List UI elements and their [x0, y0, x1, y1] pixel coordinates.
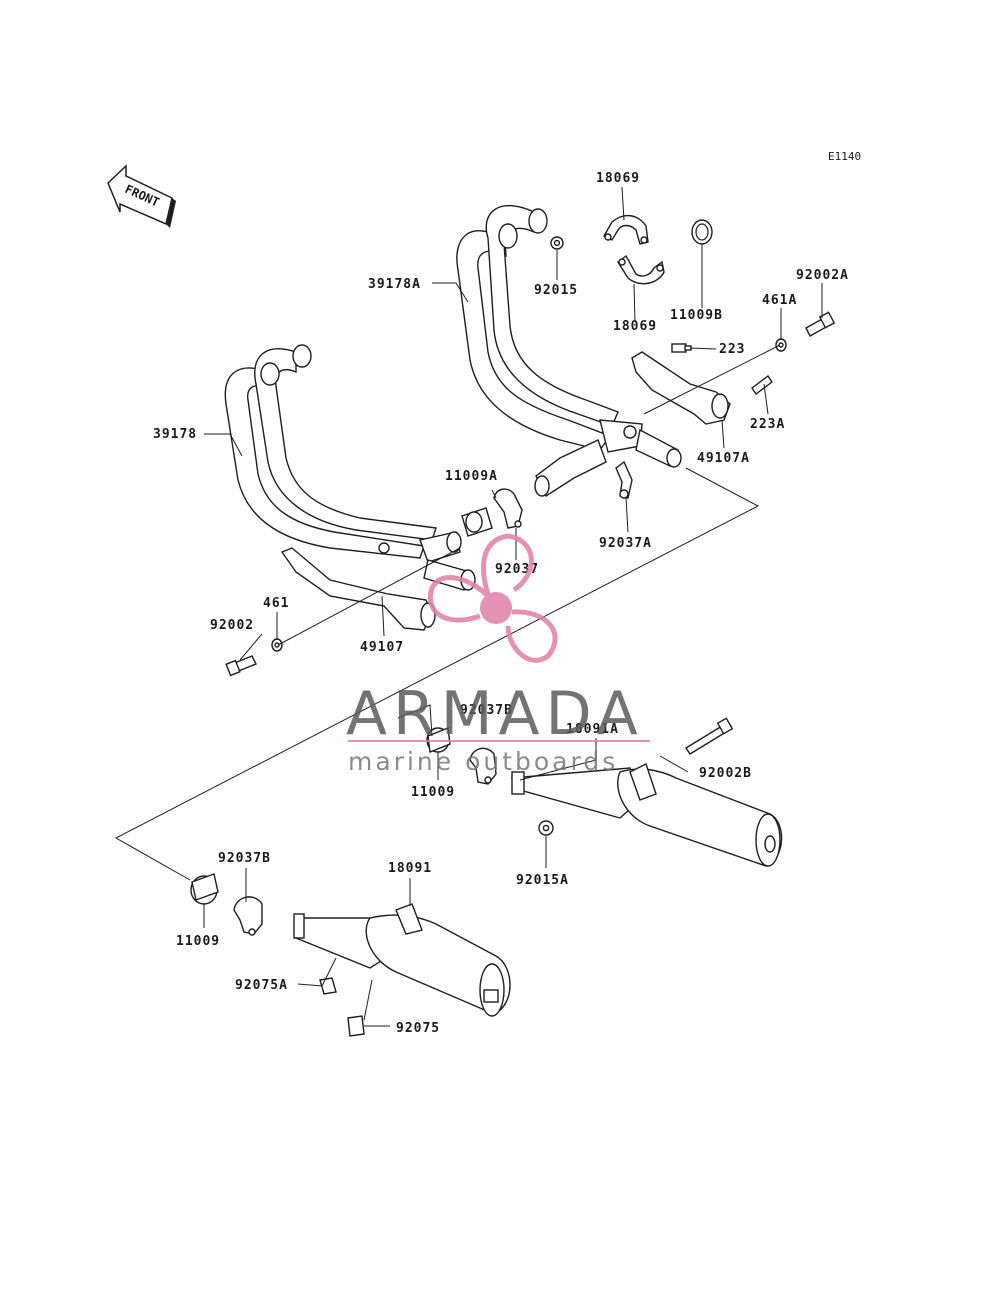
- leader-lines: [203, 186, 823, 1027]
- gasket-11009A: [461, 507, 493, 537]
- part-label-223: 223: [719, 342, 745, 357]
- part-label-11009-low: 11009: [176, 934, 220, 949]
- nut-92015: [550, 236, 564, 250]
- clamp-92037B-mid: [469, 747, 497, 785]
- propeller-logo-icon: [427, 533, 558, 663]
- watermark-subtitle: marine outboards: [348, 747, 618, 776]
- clamp-18069-bottom: [617, 254, 665, 285]
- gasket-11009-low: [190, 873, 219, 905]
- bracket-49107A: [631, 351, 731, 425]
- part-label-92037B-mid: 92037B: [460, 703, 513, 718]
- washer-461A: [775, 338, 787, 352]
- armada-watermark: ARMADA marine outboards: [346, 533, 650, 776]
- bolt-223: [671, 343, 692, 353]
- diagram-code: E1140: [828, 150, 861, 163]
- clamp-92037B-low: [233, 896, 263, 936]
- part-label-18091: 18091: [388, 861, 432, 876]
- part-label-18091A: 18091A: [566, 722, 619, 737]
- part-label-18069-bottom: 18069: [613, 319, 657, 334]
- watermark-title: ARMADA: [346, 679, 644, 749]
- part-label-11009-mid: 11009: [411, 785, 455, 800]
- part-label-92002A: 92002A: [796, 268, 849, 283]
- nut-92015A: [538, 820, 554, 836]
- clamp-92037: [493, 488, 523, 529]
- muffler-18091A: [510, 763, 783, 867]
- part-label-223A: 223A: [750, 417, 785, 432]
- muffler-18091: [293, 903, 511, 1017]
- part-labels: 18069 18069 92015 39178A 11009B 92002A 4…: [153, 171, 849, 1036]
- watermark-divider: [348, 740, 650, 742]
- clamp-92037A: [615, 460, 633, 499]
- part-label-18069-top: 18069: [596, 171, 640, 186]
- bolt-92002B: [685, 717, 734, 755]
- bracket-49107: [280, 547, 436, 631]
- part-label-92037B-low: 92037B: [218, 851, 271, 866]
- bolt-92002: [225, 655, 257, 677]
- bolt-223A: [751, 374, 773, 396]
- part-label-11009A: 11009A: [445, 469, 498, 484]
- part-label-39178: 39178: [153, 427, 197, 442]
- exhaust-pipe-39178A: [456, 204, 682, 498]
- part-label-461A: 461A: [762, 293, 797, 308]
- part-label-461: 461: [263, 596, 289, 611]
- part-label-92075A: 92075A: [235, 978, 288, 993]
- part-label-92002: 92002: [210, 618, 254, 633]
- exhaust-pipe-39178: [224, 344, 476, 591]
- part-label-92015: 92015: [534, 283, 578, 298]
- part-label-92037A: 92037A: [599, 536, 652, 551]
- part-label-49107: 49107: [360, 640, 404, 655]
- damper-92075: [347, 1015, 365, 1037]
- bolt-92002A: [805, 311, 836, 337]
- clamp-18069-top: [603, 215, 649, 245]
- gasket-11009B: [691, 219, 713, 245]
- part-label-11009B: 11009B: [670, 308, 723, 323]
- part-label-92015A: 92015A: [516, 873, 569, 888]
- front-arrow-icon: FRONT: [107, 164, 176, 228]
- connector-lines: [114, 344, 781, 881]
- part-label-92002B: 92002B: [699, 766, 752, 781]
- washer-461: [271, 638, 283, 652]
- part-label-49107A: 49107A: [697, 451, 750, 466]
- part-label-39178A: 39178A: [368, 277, 421, 292]
- part-label-92075: 92075: [396, 1021, 440, 1036]
